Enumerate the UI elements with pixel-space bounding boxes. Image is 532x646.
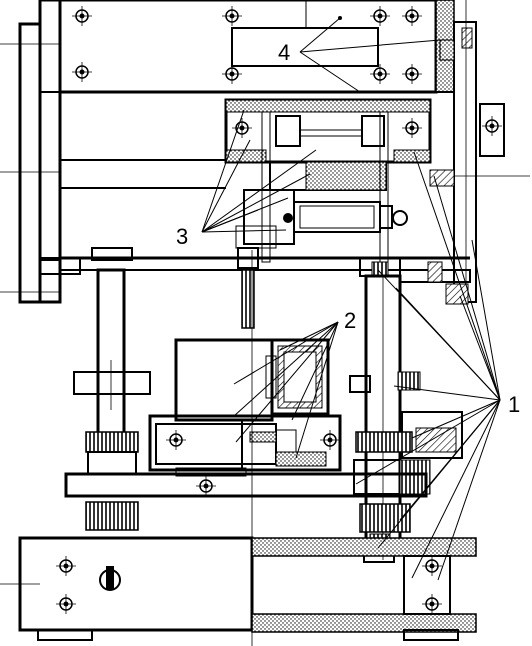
right-bar [439, 0, 530, 303]
leader-lines-3 [201, 109, 317, 233]
upper-mechanism [224, 98, 455, 263]
threaded-spindle [237, 247, 259, 329]
callout-label-3: 3 [176, 224, 188, 249]
central-block [148, 338, 342, 472]
upper-housing [58, 0, 455, 94]
leader-lines-4 [299, 17, 441, 93]
left-frame [0, 0, 81, 304]
leader-lines-2 [233, 321, 339, 459]
callout-label-2: 2 [344, 308, 356, 333]
callout-label-1: 1 [508, 392, 520, 417]
left-column [73, 247, 151, 531]
lower-plate [64, 467, 428, 498]
base [0, 536, 477, 641]
callout-label-4: 4 [278, 40, 290, 65]
leader-lines-1 [355, 151, 501, 581]
